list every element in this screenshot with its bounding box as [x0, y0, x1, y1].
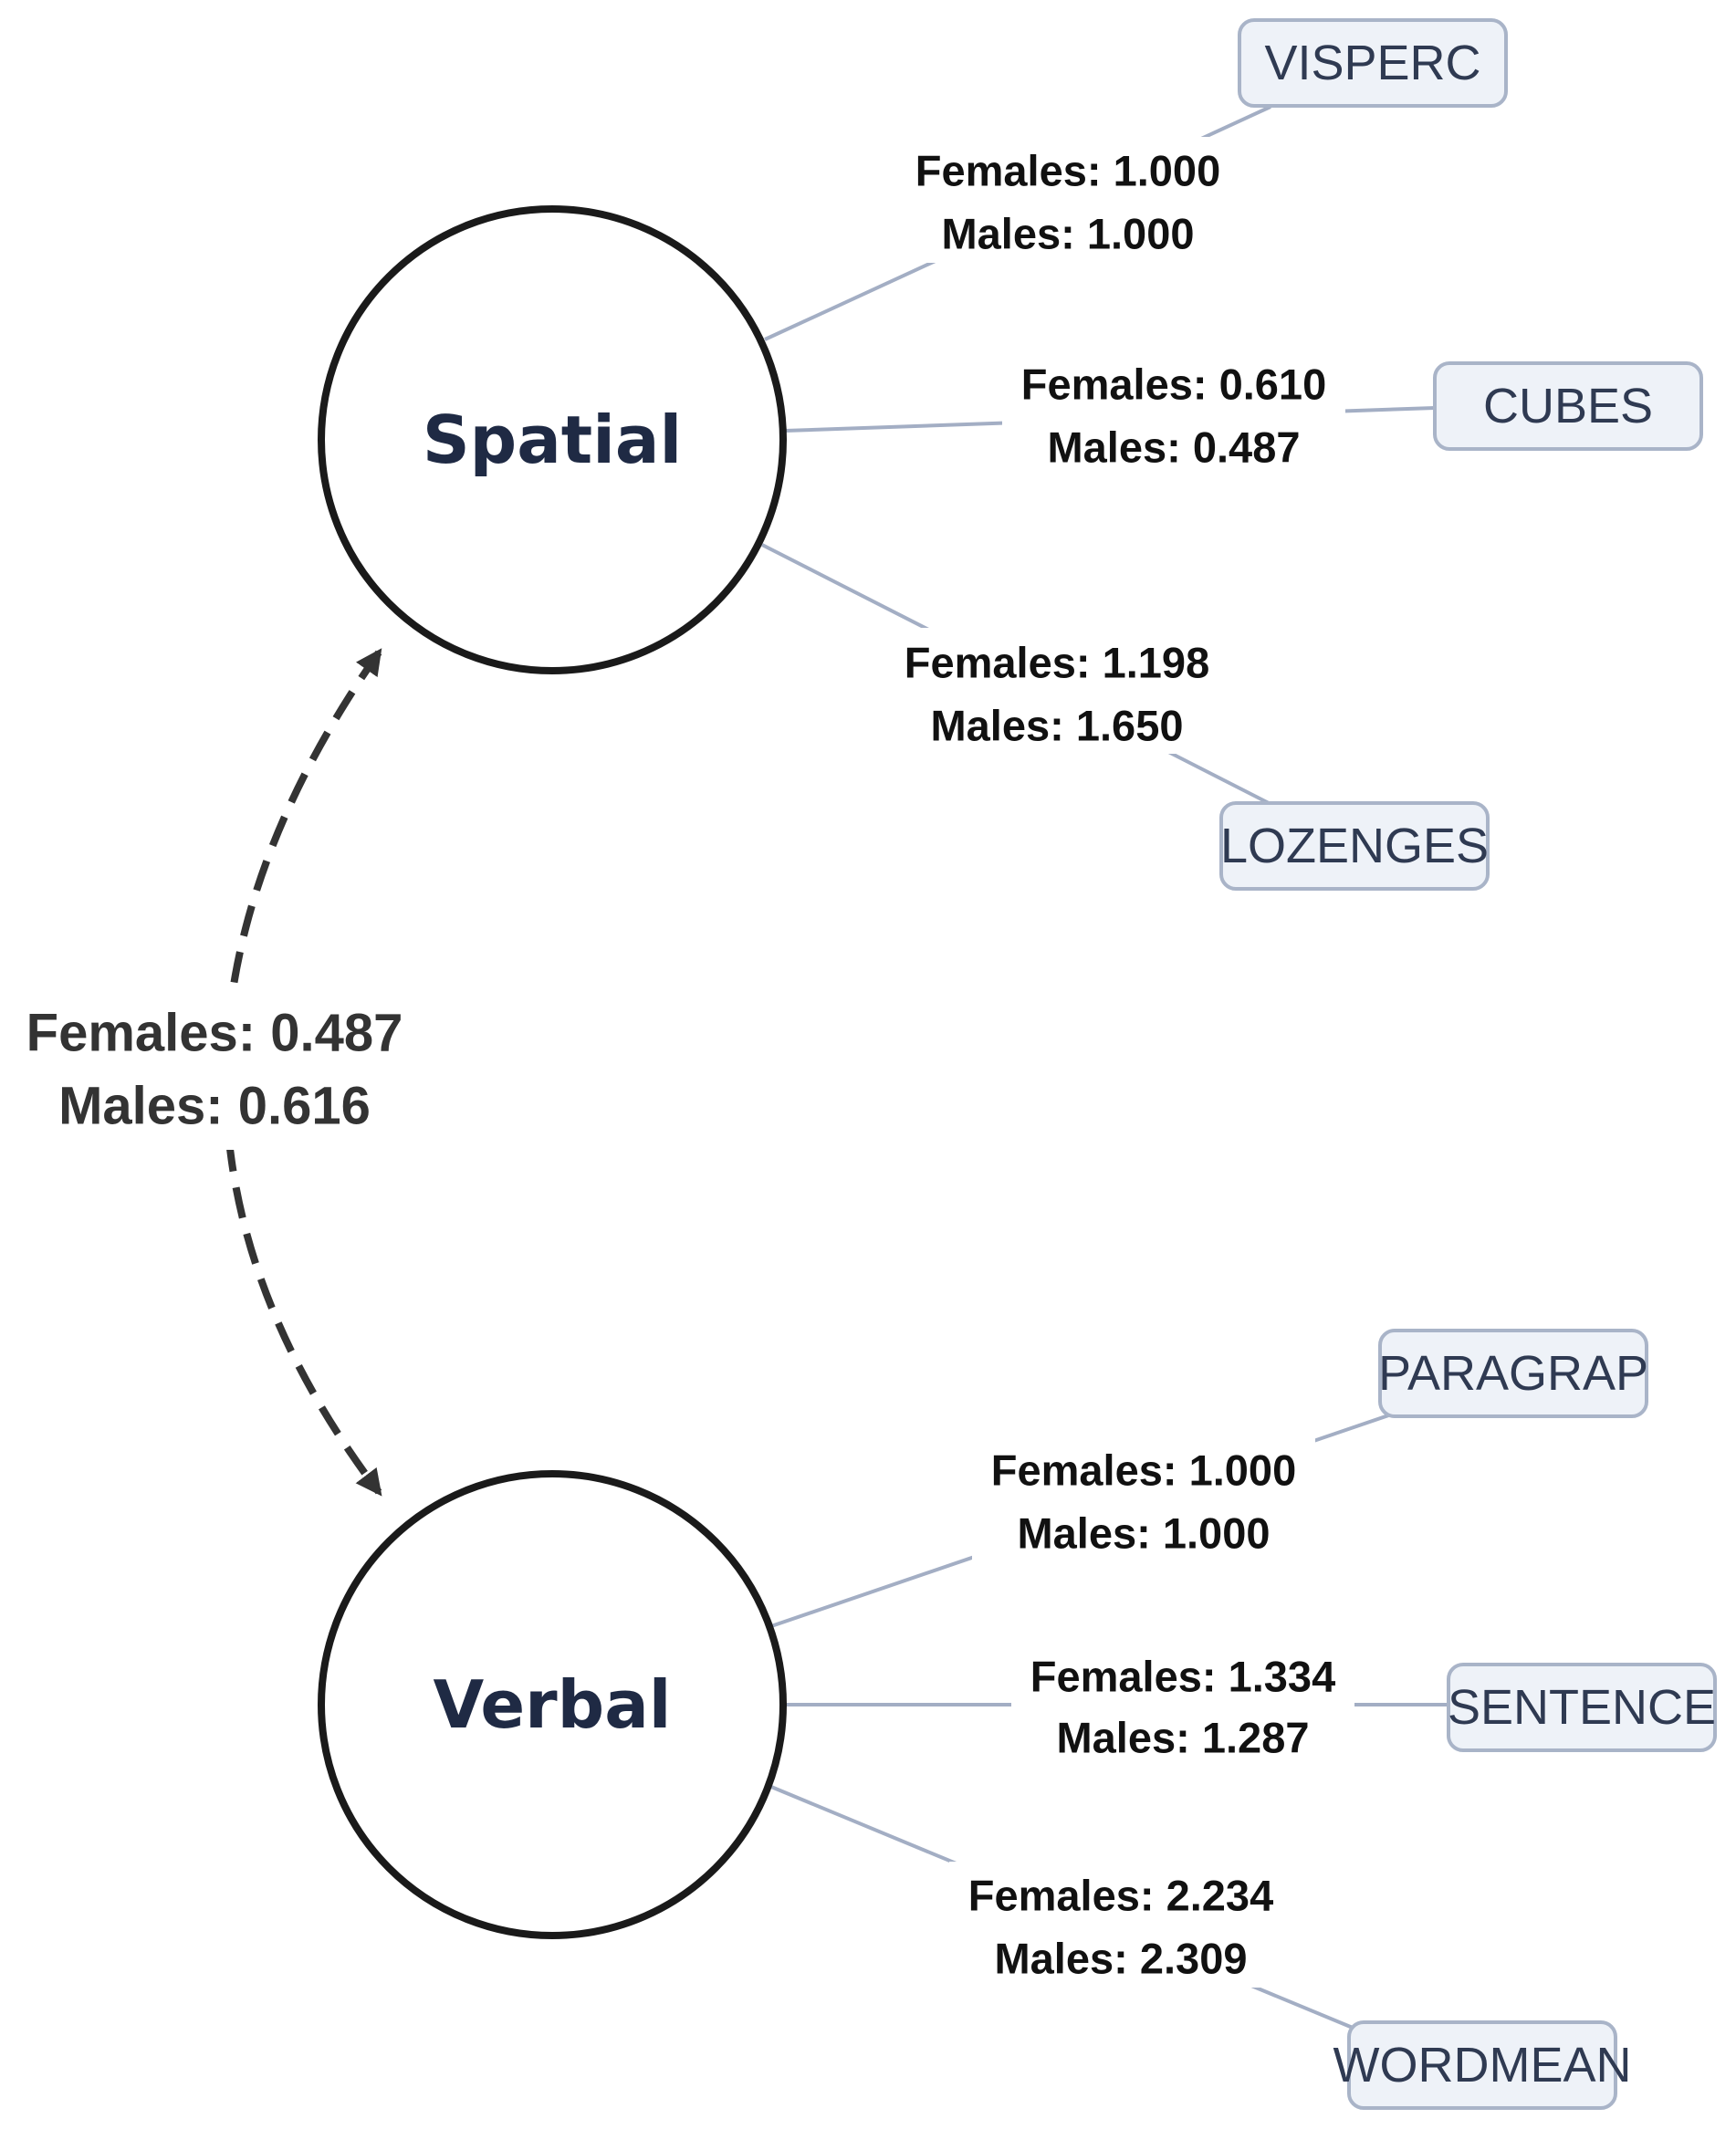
latent-circle-spatial [318, 205, 787, 674]
covariance-label-bg [9, 995, 420, 1150]
loading-females-visperc: Females: 1.000 [915, 147, 1220, 195]
loading-label-bg-lozenges [885, 628, 1229, 754]
indicator-label-paragrap: PARAGRAP [1378, 1346, 1648, 1401]
indicator-label-visperc: VISPERC [1264, 36, 1480, 90]
loading-males-cubes: Males: 0.487 [1048, 423, 1301, 472]
loading-males-lozenges: Males: 1.650 [931, 702, 1184, 750]
loading-females-sentence: Females: 1.334 [1030, 1653, 1335, 1701]
loading-females-cubes: Females: 0.610 [1021, 360, 1326, 409]
indicator-label-sentence: SENTENCE [1448, 1680, 1716, 1735]
indicator-node-visperc[interactable]: VISPERC [1238, 18, 1508, 108]
indicator-node-paragrap[interactable]: PARAGRAP [1378, 1329, 1648, 1418]
indicator-box-visperc [1238, 18, 1508, 108]
indicator-label-wordmean: WORDMEAN [1333, 2038, 1632, 2093]
loading-label-cubes: Females: 0.610 Males: 0.487 [1021, 360, 1326, 472]
covariance-label: Females: 0.487 Males: 0.616 [26, 1004, 403, 1136]
indicator-box-sentence [1447, 1663, 1717, 1752]
loading-males-paragrap: Males: 1.000 [1018, 1509, 1271, 1558]
loading-males-visperc: Males: 1.000 [942, 210, 1195, 258]
indicator-node-sentence[interactable]: SENTENCE [1447, 1663, 1717, 1752]
loading-label-bg-visperc [896, 137, 1239, 263]
indicator-box-cubes [1433, 361, 1703, 451]
covariance-arrow [222, 648, 382, 1497]
indicator-label-lozenges: LOZENGES [1220, 819, 1489, 873]
indicator-label-cubes: CUBES [1483, 379, 1653, 433]
indicator-box-wordmean [1347, 2020, 1617, 2110]
latent-label-verbal: Verbal [434, 1666, 672, 1743]
loading-label-bg-paragrap [972, 1436, 1315, 1562]
latent-label-spatial: Spatial [423, 402, 682, 478]
indicator-node-wordmean[interactable]: WORDMEAN [1333, 2020, 1632, 2110]
loading-males-wordmean: Males: 2.309 [995, 1935, 1248, 1983]
indicator-box-paragrap [1378, 1329, 1648, 1418]
loading-label-bg-wordmean [949, 1862, 1292, 1988]
loading-label-bg-sentence [1011, 1643, 1354, 1769]
covariance-females: Females: 0.487 [26, 1004, 403, 1063]
loading-label-paragrap: Females: 1.000 Males: 1.000 [991, 1446, 1296, 1558]
loading-label-wordmean: Females: 2.234 Males: 2.309 [968, 1872, 1273, 1983]
loading-males-sentence: Males: 1.287 [1057, 1714, 1310, 1762]
loading-females-wordmean: Females: 2.234 [968, 1872, 1273, 1920]
latent-node-verbal[interactable]: Verbal [318, 1470, 787, 1939]
latent-node-spatial[interactable]: Spatial [318, 205, 787, 674]
loading-females-paragrap: Females: 1.000 [991, 1446, 1296, 1495]
indicator-box-lozenges [1219, 801, 1490, 891]
loading-label-lozenges: Females: 1.198 Males: 1.650 [905, 639, 1209, 750]
loading-females-lozenges: Females: 1.198 [905, 639, 1209, 687]
covariance-males: Males: 0.616 [58, 1077, 371, 1136]
latent-circle-verbal [318, 1470, 787, 1939]
loading-label-visperc: Females: 1.000 Males: 1.000 [915, 147, 1220, 258]
indicator-node-lozenges[interactable]: LOZENGES [1219, 801, 1490, 891]
loading-label-sentence: Females: 1.334 Males: 1.287 [1030, 1653, 1335, 1762]
loading-label-bg-cubes [1002, 350, 1345, 475]
indicator-node-cubes[interactable]: CUBES [1433, 361, 1703, 451]
